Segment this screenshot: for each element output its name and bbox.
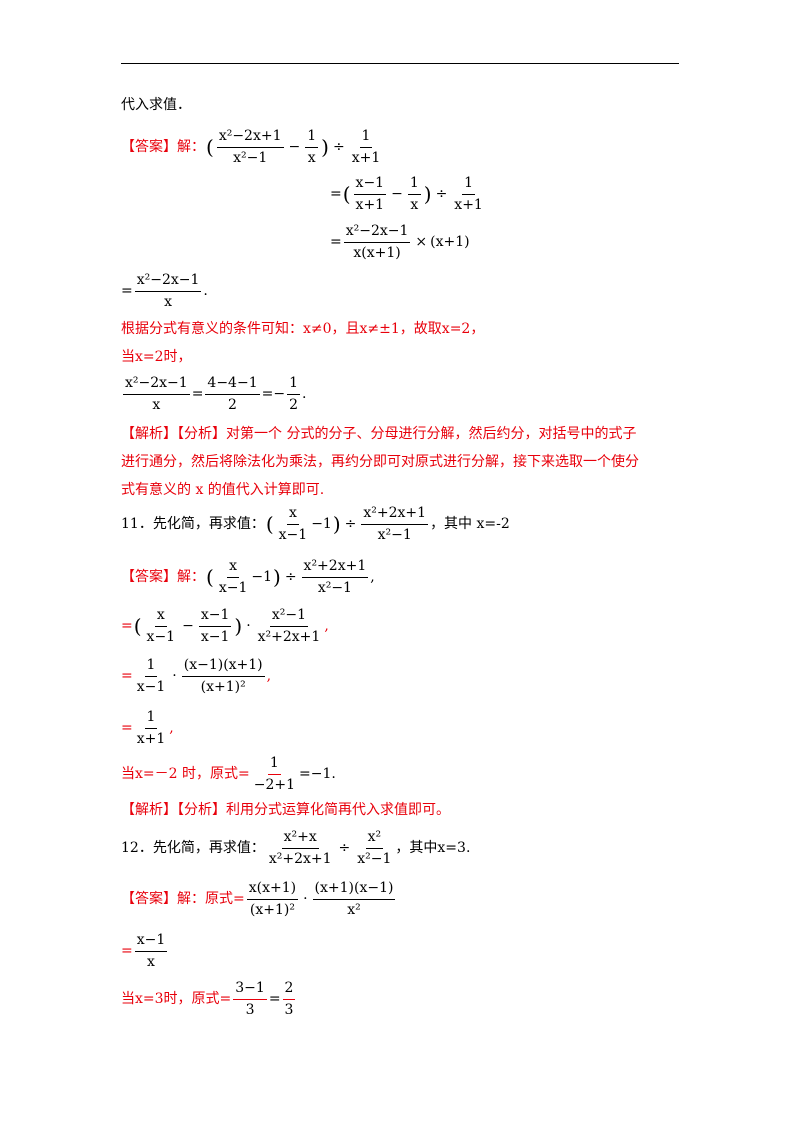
- q12-answer: 【答案】解：原式= x(x+1)(x+1)² · (x+1)(x−1)x²: [121, 880, 396, 918]
- answer-tag: 【答案】解：原式=: [121, 891, 245, 908]
- fraction: (x−1)(x+1)(x+1)²: [181, 657, 265, 695]
- q11-when: 当x=－2 时，原式= 1−2+1 =−1.: [121, 755, 336, 793]
- fraction: x(x+1)(x+1)²: [246, 880, 299, 918]
- fraction: 1−2+1: [253, 755, 295, 793]
- q10-analysis-line1: 【解析】【分析】对第一个 分式的分子、分母进行分解，然后约分，对括号中的式子: [121, 426, 637, 442]
- q10-when: 当x=2时，: [121, 349, 192, 365]
- q10-analysis-line3: 式有意义的 x 的值代入计算即可.: [121, 482, 325, 498]
- fraction: (x+1)(x−1)x²: [312, 880, 396, 918]
- header-rule: [121, 63, 679, 64]
- intro-text: 代入求值．: [121, 97, 191, 113]
- q10-analysis-line2: 进行通分，然后将除法化为乘法，再约分即可对原式进行分解，接下来选取一个使分: [121, 454, 639, 470]
- q11-analysis: 【解析】【分析】利用分式运算化简再代入求值即可。: [121, 802, 450, 818]
- answer-tag: 【答案】解：: [121, 139, 205, 156]
- answer-tag: 【答案】解：: [121, 569, 205, 586]
- q10-condition: 根据分式有意义的条件可知：x≠0，且x≠±1，故取x=2，: [121, 321, 485, 337]
